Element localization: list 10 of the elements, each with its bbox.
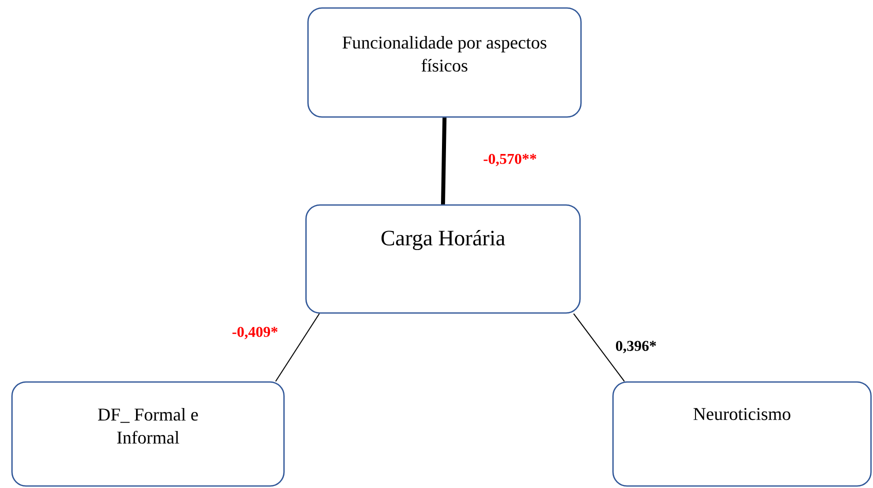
text-box: Funcionalidade por aspectos físicos <box>307 7 582 118</box>
connector-line <box>573 313 625 382</box>
edge-label: -0,570** <box>484 154 536 166</box>
edge-label: 0,396* <box>616 340 656 354</box>
connector-line <box>441 118 446 204</box>
text-box: DF_ Formal e Informal <box>11 381 285 487</box>
text-box: Carga Horária <box>305 204 581 314</box>
edge-label: -0,409* <box>232 326 278 340</box>
text-box: Neuroticismo <box>612 381 872 487</box>
connector-line <box>275 313 320 382</box>
